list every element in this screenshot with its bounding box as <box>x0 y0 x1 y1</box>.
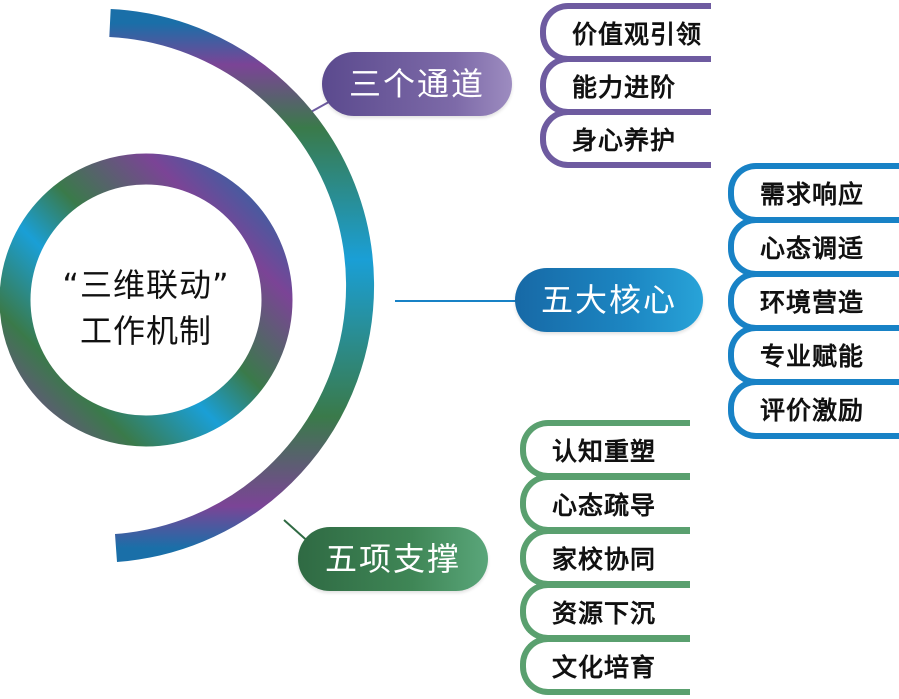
item-label: 认知重塑 <box>552 436 657 466</box>
item-label: 环境营造 <box>760 288 865 317</box>
item-label: 专业赋能 <box>760 342 865 371</box>
list-item-green: 资源下沉 <box>520 582 690 641</box>
list-item-blue: 评价激励 <box>728 379 899 439</box>
branch-pill-five-cores: 五大核心 <box>515 268 703 332</box>
list-item-green: 认知重塑 <box>520 420 690 479</box>
item-label: 身心养护 <box>572 125 677 155</box>
item-label: 价值观引领 <box>572 19 703 49</box>
item-label: 能力进阶 <box>572 72 677 102</box>
item-label: 资源下沉 <box>552 598 657 628</box>
list-item-purple: 价值观引领 <box>540 3 711 62</box>
list-item-blue: 需求响应 <box>728 163 899 223</box>
list-item-purple: 能力进阶 <box>540 56 711 115</box>
list-item-blue: 心态调适 <box>728 217 899 277</box>
item-label: 评价激励 <box>760 396 865 425</box>
center-title: “三维联动” 工作机制 <box>40 262 252 354</box>
item-label: 心态疏导 <box>552 490 657 520</box>
list-item-green: 文化培育 <box>520 636 690 695</box>
item-label: 需求响应 <box>760 180 865 209</box>
item-label: 家校协同 <box>552 544 657 574</box>
list-item-purple: 身心养护 <box>540 109 711 168</box>
branch-pill-five-supports: 五项支撑 <box>298 527 488 591</box>
item-label: 文化培育 <box>552 652 657 682</box>
list-item-green: 心态疏导 <box>520 474 690 533</box>
list-item-blue: 专业赋能 <box>728 325 899 385</box>
center-title-line2: 工作机制 <box>79 312 212 350</box>
list-item-blue: 环境营造 <box>728 271 899 331</box>
outer-arc <box>109 9 375 562</box>
item-label: 心态调适 <box>760 234 865 263</box>
branch-pill-three-channels: 三个通道 <box>322 52 512 116</box>
list-item-green: 家校协同 <box>520 528 690 587</box>
center-title-line1: “三维联动” <box>62 266 230 304</box>
inner-ring <box>0 153 293 447</box>
